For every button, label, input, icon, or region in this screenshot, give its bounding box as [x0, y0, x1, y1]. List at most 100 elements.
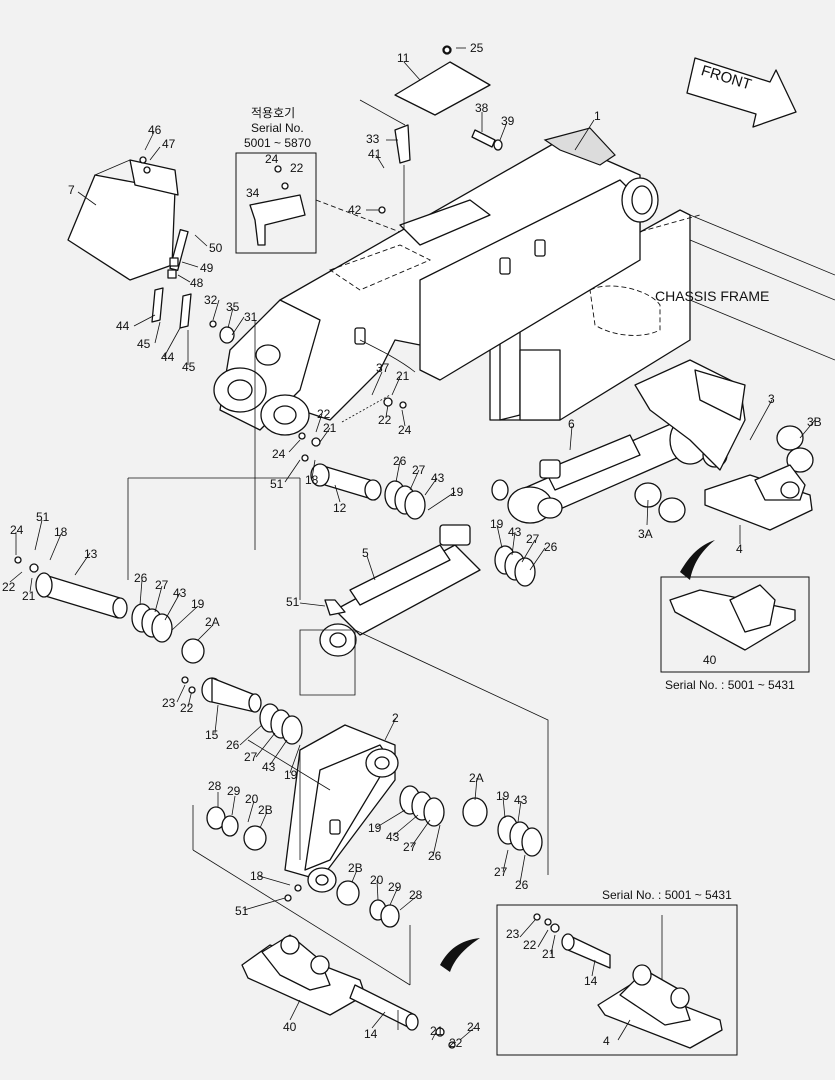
- leaders: [9, 47, 816, 1046]
- callout: 21: [430, 1024, 444, 1038]
- callout: 51: [36, 510, 50, 524]
- callout: 3B: [807, 415, 822, 429]
- callout: 41: [368, 147, 382, 161]
- callout: 4: [736, 542, 743, 556]
- serial-top-line1: Serial No.: [251, 121, 304, 135]
- callout: 20: [370, 873, 384, 887]
- callout: 7: [68, 183, 75, 197]
- callout: 22: [449, 1036, 463, 1050]
- callout: 28: [208, 779, 222, 793]
- callout: 26: [515, 878, 529, 892]
- serial-box-top: 적용호기 Serial No. 5001 ~ 5870: [235, 106, 401, 254]
- callout: 26: [544, 540, 558, 554]
- callout: 29: [227, 784, 241, 798]
- callout: 28: [409, 888, 423, 902]
- curved-arrow-top: [680, 540, 715, 580]
- callout: 26: [428, 849, 442, 863]
- callout: 35: [226, 300, 240, 314]
- serial-box-right: Serial No. : 5001 ~ 5431: [660, 576, 810, 692]
- callout: 19: [490, 517, 504, 531]
- callout: 3A: [638, 527, 653, 541]
- callout: 43: [262, 760, 276, 774]
- callout: 19: [191, 597, 205, 611]
- washer-stack-15: [259, 703, 303, 745]
- callout: 22: [378, 413, 392, 427]
- callout: 11: [397, 51, 410, 65]
- callout: 27: [526, 532, 540, 546]
- serial-box-bottom: Serial No. : 5001 ~ 5431: [496, 888, 738, 1056]
- callout: 2A: [469, 771, 484, 785]
- callout: 29: [388, 880, 402, 894]
- callout: 39: [501, 114, 515, 128]
- serial-bottom-caption: Serial No. : 5001 ~ 5431: [602, 888, 732, 902]
- callout: 12: [333, 501, 347, 515]
- callout: 2: [392, 711, 399, 725]
- bolts: [14, 46, 560, 1049]
- boom-housing: [213, 127, 659, 436]
- callout: 46: [148, 123, 162, 137]
- callout: 21: [396, 369, 410, 383]
- callout: 1: [594, 109, 601, 123]
- callout: 43: [514, 793, 528, 807]
- curved-arrow-bottom: [440, 938, 480, 972]
- callout: 43: [173, 586, 187, 600]
- callout: 37: [376, 361, 390, 375]
- plates-44-45: [151, 287, 235, 344]
- callout: 21: [542, 947, 556, 961]
- serial-right-caption: Serial No. : 5001 ~ 5431: [665, 678, 795, 692]
- callout: 20: [245, 792, 259, 806]
- callout: 44: [116, 319, 130, 333]
- callout: 22: [290, 161, 304, 175]
- pin-15: [201, 677, 262, 713]
- washer-stack-upper: [384, 480, 426, 520]
- washer-stack-left: [206, 806, 267, 851]
- cover-7: [67, 159, 189, 281]
- callout: 2B: [258, 803, 273, 817]
- callout: 14: [584, 974, 598, 988]
- callout: 45: [182, 360, 196, 374]
- callout: 49: [200, 261, 214, 275]
- callout: 13: [84, 547, 98, 561]
- callout: 19: [496, 789, 510, 803]
- callout: 18: [250, 869, 264, 883]
- callout: 18: [305, 473, 319, 487]
- callout: 40: [283, 1020, 297, 1034]
- callout: 51: [235, 904, 249, 918]
- callout: 6: [568, 417, 575, 431]
- callout: 43: [508, 525, 522, 539]
- cylinder-5: [319, 524, 536, 657]
- korean-note: 적용호기: [251, 106, 295, 120]
- callout: 2B: [348, 861, 363, 875]
- callout: 25: [470, 41, 484, 55]
- chassis-frame: CHASSIS FRAME: [489, 209, 835, 421]
- callout: 33: [366, 132, 380, 146]
- callout: 38: [475, 101, 489, 115]
- callout-labels: 25 11 1 38 39 33 41 42 46 47 7 50 49 48 …: [2, 41, 822, 1050]
- callout: 22: [2, 580, 16, 594]
- callout: 14: [364, 1027, 378, 1041]
- callout: 24: [467, 1020, 481, 1034]
- callout: 24: [265, 152, 279, 166]
- callout: 26: [226, 738, 240, 752]
- callout: 42: [348, 203, 362, 217]
- callout: 22: [180, 701, 194, 715]
- bolt-38: [471, 129, 503, 151]
- callout: 27: [244, 750, 258, 764]
- callout: 48: [190, 276, 204, 290]
- callout: 31: [244, 310, 258, 324]
- callout: 40: [703, 653, 717, 667]
- callout: 51: [270, 477, 284, 491]
- pin-33: [359, 99, 411, 230]
- callout: 21: [22, 589, 36, 603]
- front-arrow: FRONT: [686, 57, 797, 128]
- callout: 32: [204, 293, 218, 307]
- callout: 15: [205, 728, 219, 742]
- callout: 18: [54, 525, 68, 539]
- pin-12: [310, 463, 382, 501]
- callout: 26: [393, 454, 407, 468]
- callout: 27: [155, 578, 169, 592]
- callout: 3: [768, 392, 775, 406]
- callout: 50: [209, 241, 223, 255]
- callout: 22: [317, 407, 331, 421]
- callout: 24: [10, 523, 24, 537]
